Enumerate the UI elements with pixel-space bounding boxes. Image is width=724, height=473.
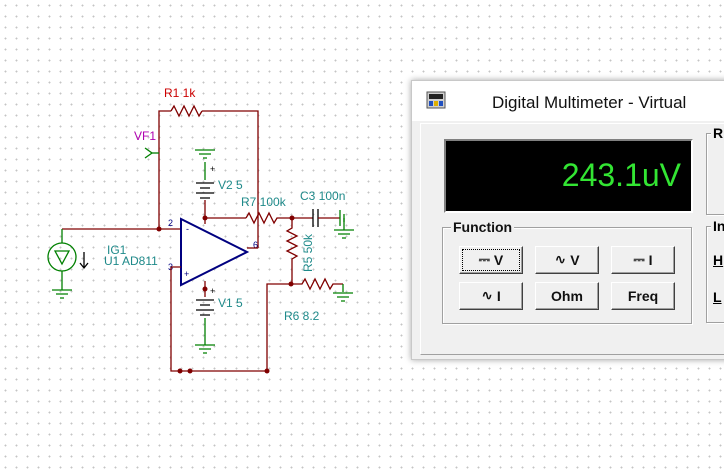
- junction-dot: [264, 368, 270, 374]
- function-group-title: Function: [451, 219, 515, 235]
- ac-current-button[interactable]: ∿ I: [459, 282, 523, 310]
- probe-vf1[interactable]: [144, 147, 159, 159]
- current-source-ig1[interactable]: [47, 228, 181, 299]
- junction-dot: [156, 226, 162, 232]
- function-group: Function: [442, 219, 692, 324]
- multimeter-window[interactable]: Digital Multimeter - Virtual 243.1uV Fun…: [411, 80, 724, 360]
- input-high-label[interactable]: H: [713, 252, 724, 268]
- junction-dot: [202, 215, 208, 221]
- label-r7: R7 100k: [241, 195, 287, 209]
- battery-v1[interactable]: +: [195, 286, 215, 354]
- wire-bottom-bus[interactable]: [170, 266, 267, 372]
- pin-2: 2: [168, 218, 173, 228]
- label-v2: V2 5: [218, 178, 243, 192]
- svg-text:+: +: [210, 164, 215, 174]
- label-vf1: VF1: [134, 129, 156, 143]
- svg-text:+: +: [210, 286, 215, 296]
- label-v1: V1 5: [218, 296, 243, 310]
- dc-current-label: I: [648, 252, 653, 268]
- resistor-r1[interactable]: [158, 104, 259, 248]
- ac-icon: ∿: [481, 288, 493, 304]
- dc-voltage-button[interactable]: ⎓ V: [459, 246, 523, 274]
- pin-6: 6: [253, 240, 258, 250]
- ohm-button[interactable]: Ohm: [535, 282, 599, 310]
- capacitor-c3[interactable]: [292, 209, 354, 239]
- ohm-label: Ohm: [551, 288, 583, 304]
- resistor-r7[interactable]: [245, 211, 292, 225]
- label-r5: R5 50k: [301, 233, 315, 272]
- range-group: R: [706, 125, 724, 215]
- ac-voltage-label: V: [570, 252, 580, 268]
- dc-icon: ⎓: [478, 252, 490, 268]
- label-c3: C3 100n: [300, 189, 345, 203]
- pin-minus: -: [186, 224, 189, 234]
- junction-dot: [187, 368, 193, 374]
- window-titlebar[interactable]: Digital Multimeter - Virtual: [412, 81, 724, 121]
- multimeter-app-icon: [426, 91, 446, 109]
- label-ig1: IG1: [107, 243, 127, 257]
- ac-current-label: I: [496, 288, 501, 304]
- dc-icon: ⎓: [633, 252, 645, 268]
- reading-value: 243.1uV: [561, 157, 681, 193]
- reading-display: 243.1uV: [444, 139, 693, 213]
- label-r1: R1 1k: [164, 86, 196, 100]
- freq-label: Freq: [627, 288, 659, 304]
- pin-plus: +: [184, 269, 189, 279]
- window-title: Digital Multimeter - Virtual: [492, 93, 687, 112]
- range-group-title: R: [711, 125, 724, 141]
- input-low-label[interactable]: L: [713, 289, 722, 305]
- junction-dot: [177, 368, 183, 374]
- freq-button[interactable]: Freq: [611, 282, 675, 310]
- dc-current-button[interactable]: ⎓ I: [611, 246, 675, 274]
- label-u1: U1 AD811: [104, 254, 158, 268]
- dc-voltage-label: V: [493, 252, 504, 268]
- input-group: In H L: [706, 218, 724, 323]
- resistor-r5[interactable]: [285, 218, 299, 284]
- ac-voltage-button[interactable]: ∿ V: [535, 246, 599, 274]
- label-r6: R6 8.2: [284, 309, 320, 323]
- input-group-title: In: [711, 218, 724, 234]
- ac-icon: ∿: [554, 252, 567, 268]
- opamp-u1[interactable]: 2 3 6 - +: [168, 217, 258, 289]
- resistor-r6[interactable]: [266, 277, 353, 371]
